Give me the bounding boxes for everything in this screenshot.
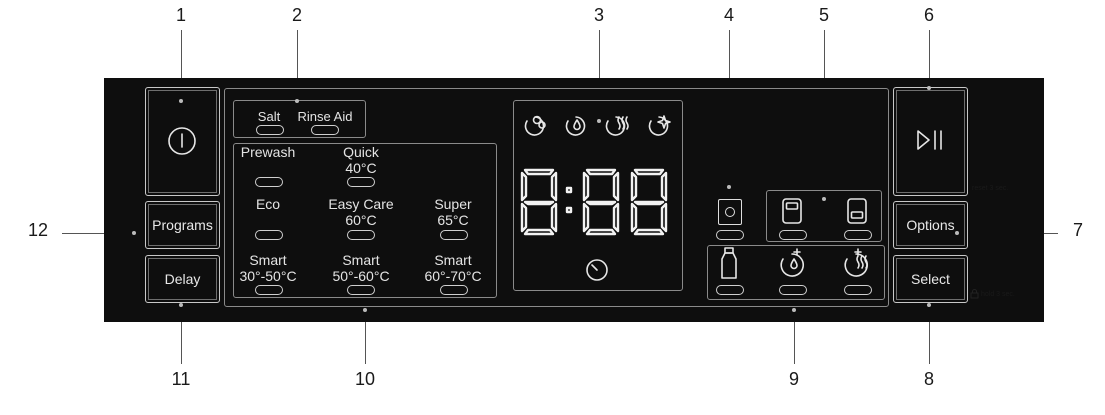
leader-dot-1: [179, 99, 183, 103]
half-load-icon: [725, 207, 735, 217]
smart-30-indicator[interactable]: [255, 285, 283, 295]
delay-button[interactable]: Delay: [145, 255, 220, 303]
wash-icon: [524, 115, 546, 136]
callout-6: 6: [923, 5, 934, 25]
leader-10: [365, 310, 366, 364]
leader-dot-6: [927, 86, 931, 90]
upper-rack-icon: [782, 198, 802, 224]
callout-12: 12: [27, 220, 49, 240]
programs-box: [233, 143, 497, 298]
smart-50-indicator[interactable]: [347, 285, 375, 295]
half-load-frame: [718, 199, 742, 225]
quick-label: Quick: [343, 144, 379, 160]
super-temp: 65°C: [437, 212, 469, 228]
leader-dot-3: [597, 119, 601, 123]
half-load-indicator[interactable]: [716, 230, 744, 240]
easy-care-indicator[interactable]: [347, 230, 375, 240]
lock-icon: [970, 289, 979, 299]
leader-1: [181, 30, 182, 102]
callout-9: 9: [788, 369, 799, 389]
extra-options-box: [707, 245, 885, 300]
callout-5: 5: [818, 5, 829, 25]
easy-care-label: Easy Care: [328, 196, 394, 212]
rinse-aid-label: Rinse Aid: [297, 109, 353, 124]
callout-3: 3: [593, 5, 604, 25]
hold-note: hold 3 sec.: [981, 291, 1015, 298]
extra-dry-indicator[interactable]: [844, 285, 872, 295]
leader-dot-11: [179, 303, 183, 307]
prewash-label: Prewash: [240, 144, 296, 160]
options-button[interactable]: Options: [893, 201, 968, 249]
smart-50-label: Smart: [342, 252, 380, 268]
time-display-digits: [520, 168, 668, 236]
prewash-indicator[interactable]: [255, 177, 283, 187]
leader-6: [929, 30, 930, 88]
digit-1: [520, 168, 558, 236]
leader-dot-7: [955, 231, 959, 235]
smart-60-indicator[interactable]: [440, 285, 468, 295]
display-window: [513, 100, 683, 291]
rack-selection-box: [766, 190, 882, 242]
leader-dot-10: [363, 308, 367, 312]
programs-button[interactable]: Programs: [145, 201, 220, 249]
smart-30-label: Smart: [249, 252, 287, 268]
callout-11: 11: [171, 369, 191, 389]
leader-dot-8: [927, 303, 931, 307]
start-pause-button[interactable]: [893, 87, 968, 196]
extra-rinse-icon: [780, 248, 804, 277]
smart-50-temp: 50°-60°C: [332, 268, 390, 284]
eco-indicator[interactable]: [255, 230, 283, 240]
salt-indicator: [256, 125, 284, 135]
leader-12: [62, 233, 134, 234]
finish-icon: [648, 115, 671, 136]
leader-dot-4: [727, 185, 731, 189]
lower-rack-indicator[interactable]: [844, 230, 872, 240]
power-icon: [168, 127, 196, 155]
smart-60-temp: 60°-70°C: [424, 268, 482, 284]
leader-2: [297, 30, 298, 102]
rinse-icon: [565, 116, 586, 136]
refill-indicator-box: [233, 100, 366, 138]
callout-2: 2: [291, 5, 302, 25]
leader-dot-2: [295, 99, 299, 103]
easy-care-temp: 60°C: [345, 212, 377, 228]
reset-note: reset 3 sec.: [972, 185, 1009, 192]
smart-30-temp: 30°-50°C: [239, 268, 297, 284]
eco-label: Eco: [255, 196, 281, 212]
leader-8: [929, 306, 930, 364]
digit-3: [630, 168, 668, 236]
salt-label: Salt: [257, 109, 281, 124]
extra-dry-icon: [844, 248, 868, 277]
detergent-indicator[interactable]: [716, 285, 744, 295]
lower-rack-icon: [847, 198, 867, 224]
power-button[interactable]: [145, 87, 220, 196]
detergent-bottle-icon: [721, 247, 737, 279]
super-indicator[interactable]: [440, 230, 468, 240]
dry-icon: [605, 116, 629, 136]
leader-dot-9: [792, 308, 796, 312]
smart-60-label: Smart: [434, 252, 472, 268]
digit-2: [582, 168, 620, 236]
leader-dot-12: [132, 231, 136, 235]
leader-9: [794, 310, 795, 364]
callout-10: 10: [354, 369, 376, 389]
rinse-aid-indicator: [311, 125, 339, 135]
leader-11: [181, 306, 182, 364]
callout-1: 1: [175, 5, 186, 25]
control-panel: [104, 78, 1044, 322]
upper-rack-indicator[interactable]: [779, 230, 807, 240]
leader-3: [599, 30, 600, 122]
callout-7: 7: [1072, 220, 1083, 240]
leader-dot-5: [822, 197, 826, 201]
select-button[interactable]: Select: [893, 255, 968, 303]
program-area-frame: [224, 88, 889, 307]
callout-4: 4: [723, 5, 734, 25]
extra-rinse-indicator[interactable]: [779, 285, 807, 295]
play-pause-icon: [917, 130, 942, 150]
quick-indicator[interactable]: [347, 177, 375, 187]
super-label: Super: [434, 196, 472, 212]
callout-8: 8: [923, 369, 934, 389]
clock-icon: [586, 259, 608, 281]
quick-temp: 40°C: [345, 160, 377, 176]
